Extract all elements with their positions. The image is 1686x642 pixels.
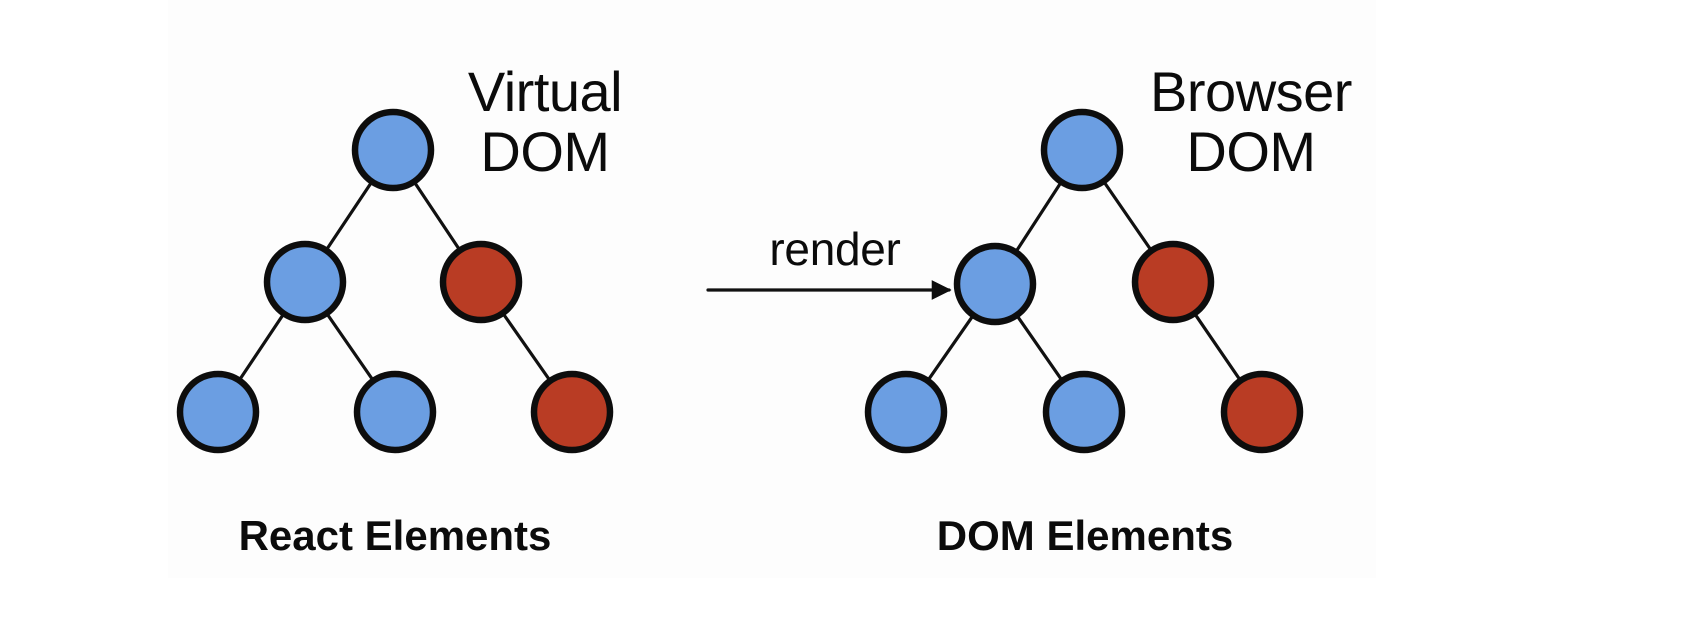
tree-edges-layer [236,178,1244,385]
tree-node-red[interactable] [1220,370,1304,454]
virtual-dom-tree-nodes [176,108,614,454]
tree-node-red[interactable] [530,370,614,454]
virtual-dom-title: Virtual DOM [467,60,623,183]
tree-edge [1100,178,1155,254]
tree-edge [411,178,463,254]
tree-edge [323,309,377,385]
tree-edge [1013,178,1064,256]
tree-node-blue[interactable] [351,108,435,192]
react-elements-caption: React Elements [238,512,552,559]
tree-node-red[interactable] [1131,240,1215,324]
dom-elements-caption: DOM Elements [936,512,1234,559]
browser-dom-tree-nodes [864,108,1304,454]
tree-node-blue[interactable] [953,242,1037,326]
tree-edge [924,311,977,385]
tree-node-red[interactable] [439,240,523,324]
virtual-dom-tree-edges [236,178,553,385]
tree-edge [236,310,287,384]
tree-node-blue[interactable] [864,370,948,454]
tree-edge [1013,311,1066,385]
tree-node-blue[interactable] [176,370,260,454]
tree-node-blue[interactable] [1040,108,1124,192]
tree-node-blue[interactable] [263,240,347,324]
tree-edge [323,178,375,254]
browser-dom-title: Browser DOM [1150,60,1352,183]
tree-edge [1191,310,1244,384]
tree-nodes-layer [176,108,1304,454]
browser-dom-tree-edges [924,178,1244,385]
render-arrow-label: render [769,223,901,275]
tree-node-blue[interactable] [1042,370,1126,454]
tree-node-blue[interactable] [353,370,437,454]
tree-edge [500,309,553,385]
